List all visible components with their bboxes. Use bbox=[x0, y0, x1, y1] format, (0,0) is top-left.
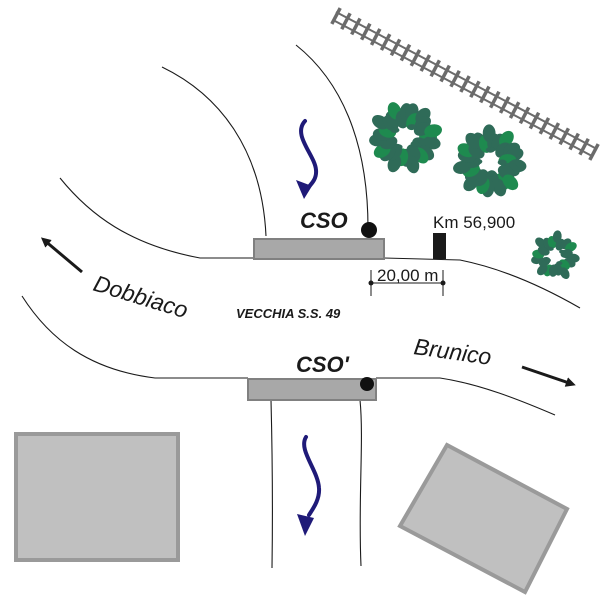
creek-upstream-bank-right bbox=[295, 44, 369, 229]
railway-track bbox=[330, 7, 600, 161]
railway-tie bbox=[459, 75, 471, 93]
label-direction-brunico: Brunico bbox=[412, 333, 493, 370]
cso-point-upstream bbox=[361, 222, 377, 238]
tree-icon bbox=[369, 102, 442, 174]
railway-tie bbox=[389, 38, 402, 57]
road-edge-lower-right bbox=[376, 377, 556, 416]
label-distance: 20,00 m bbox=[377, 266, 438, 285]
creek-downstream-bank-right bbox=[359, 399, 362, 567]
railway-tie bbox=[558, 127, 570, 146]
building-right bbox=[397, 442, 570, 595]
flow-arrow-upstream bbox=[296, 119, 319, 199]
railway-tie bbox=[399, 43, 412, 62]
flow-arrow-downstream bbox=[297, 435, 322, 536]
railway-tie bbox=[548, 122, 561, 140]
label-road-name: VECCHIA S.S. 49 bbox=[236, 306, 341, 321]
building-left bbox=[14, 432, 180, 562]
distance-dimension bbox=[368, 270, 446, 296]
railway-tie bbox=[578, 137, 590, 156]
railway-tie bbox=[469, 80, 481, 99]
label-direction-dobbiaco: Dobbiaco bbox=[91, 270, 192, 323]
railway-tie bbox=[379, 33, 392, 51]
km-marker-post bbox=[433, 233, 446, 259]
label-km-marker: Km 56,900 bbox=[433, 213, 515, 232]
road-edge-lower-left bbox=[21, 295, 248, 379]
road-edge-upper-left bbox=[59, 177, 254, 259]
railway-tie bbox=[439, 64, 451, 83]
label-cso-downstream: CSO' bbox=[296, 352, 350, 377]
railway-tie bbox=[498, 96, 511, 114]
railway-tie bbox=[340, 12, 352, 31]
tree-icon bbox=[531, 230, 580, 279]
creek-upstream-bank-left bbox=[161, 66, 267, 237]
railway-tie bbox=[518, 106, 531, 125]
tree-icon bbox=[453, 124, 527, 198]
railway-tie bbox=[330, 7, 342, 25]
railway-tie bbox=[588, 143, 600, 161]
trees bbox=[369, 102, 580, 279]
railway-tie bbox=[568, 132, 580, 151]
railway-tie bbox=[369, 28, 382, 46]
cso-point-downstream bbox=[360, 377, 374, 391]
railway-tie bbox=[449, 69, 461, 88]
bridge-upstream bbox=[253, 238, 385, 260]
direction-arrow-left bbox=[40, 237, 83, 274]
railway-tie bbox=[429, 59, 441, 78]
bridge-downstream bbox=[247, 378, 377, 401]
road-edges bbox=[21, 44, 581, 569]
railway-tie bbox=[350, 17, 362, 36]
railway-tie bbox=[360, 22, 372, 41]
railway-tie bbox=[419, 54, 432, 72]
railway-tie bbox=[528, 111, 541, 130]
railway-tie bbox=[508, 101, 521, 119]
road-edge-upper-right bbox=[383, 257, 581, 309]
railway-tie bbox=[409, 49, 422, 67]
creek-downstream-bank-left bbox=[270, 399, 273, 569]
label-cso-upstream: CSO bbox=[300, 208, 348, 233]
railway-tie bbox=[538, 117, 551, 135]
direction-arrow-right bbox=[521, 365, 576, 387]
railway-tie bbox=[489, 90, 501, 109]
railway-tie bbox=[479, 85, 491, 104]
